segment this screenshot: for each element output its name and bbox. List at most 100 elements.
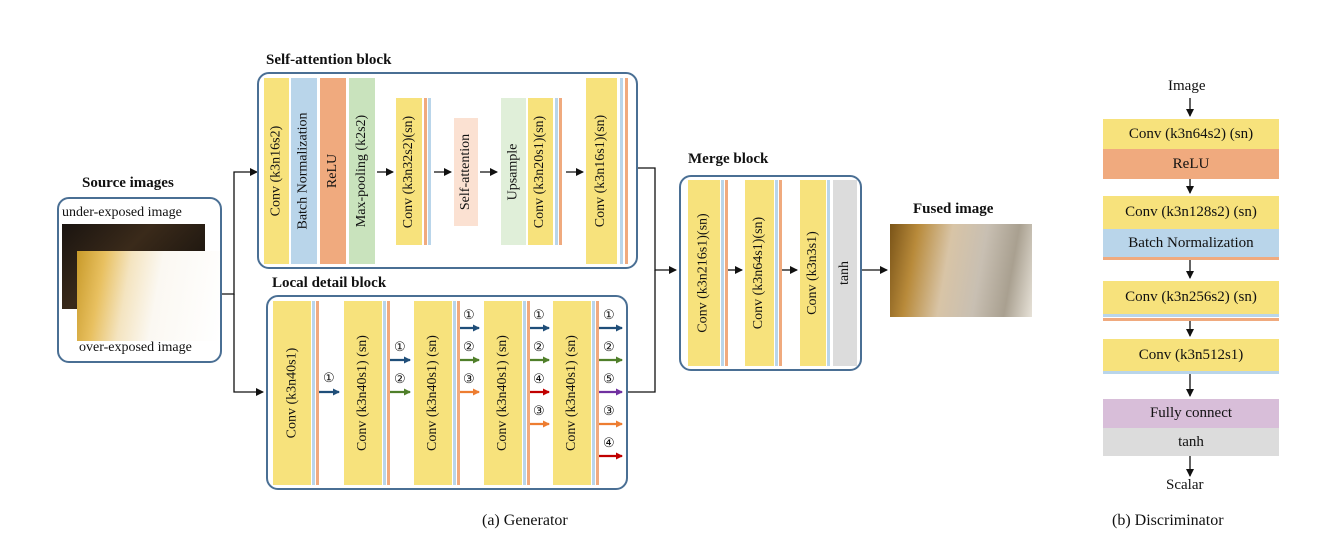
sa-conv-k3n16s2: Conv (k3n16s2) — [264, 78, 289, 264]
disc-input-label: Image — [1168, 78, 1206, 94]
connection-label: ① — [533, 307, 545, 322]
stripe-relu — [625, 78, 628, 264]
stripe-relu — [779, 180, 782, 366]
connection-label: ① — [394, 339, 406, 354]
merge-tanh: tanh — [833, 180, 857, 366]
sa-upsample-label: Upsample — [505, 143, 521, 200]
stripe-relu — [387, 301, 390, 485]
over-exposed-image — [77, 251, 220, 341]
fused-image — [890, 224, 1032, 317]
stripe-bn — [453, 301, 456, 485]
disc-batch-norm: Batch Normalization — [1103, 229, 1279, 257]
stripe-bn — [428, 98, 431, 245]
source-images-panel: under-exposed image over-exposed image — [57, 197, 222, 363]
sa-conv-k3n20s1: Conv (k3n20s1)(sn) — [528, 98, 553, 245]
stripe-relu — [1103, 257, 1279, 260]
disc-conv-k3n128s2: Conv (k3n128s2) (sn) — [1103, 196, 1279, 229]
ld-conv-5-label: Conv (k3n40s1) (sn) — [564, 335, 580, 451]
ld-conv-4-label: Conv (k3n40s1) (sn) — [495, 335, 511, 451]
merge-conv-k3n216s1-label: Conv (k3n216s1)(sn) — [696, 213, 712, 333]
connection-label: ② — [463, 339, 475, 354]
disc-conv-k3n64s2: Conv (k3n64s2) (sn) — [1103, 119, 1279, 149]
merge-conv-k3n64s1-label: Conv (k3n64s1)(sn) — [751, 216, 767, 330]
stripe-bn — [592, 301, 595, 485]
sa-conv-k3n16s1-label: Conv (k3n16s1)(sn) — [593, 114, 609, 228]
stripe-bn — [775, 180, 778, 366]
stripe-relu — [1103, 318, 1279, 321]
merge-title: Merge block — [688, 151, 769, 167]
sa-conv-k3n20s1-label: Conv (k3n20s1)(sn) — [532, 115, 548, 228]
merge-conv-k3n3s1: Conv (k3n3s1) — [800, 180, 826, 366]
connection-label: ② — [603, 339, 615, 354]
stripe-relu — [725, 180, 728, 366]
connection-label: ① — [323, 370, 335, 385]
sa-upsample: Upsample — [501, 98, 526, 245]
connection-label: ③ — [533, 403, 545, 418]
connection-label: ② — [394, 371, 406, 386]
sa-relu-label: ReLU — [325, 153, 340, 189]
connection-label: ③ — [603, 403, 615, 418]
sa-conv-k3n16s2-label: Conv (k3n16s2) — [268, 125, 284, 217]
stripe-relu — [316, 301, 319, 485]
stripe-bn — [312, 301, 315, 485]
connection-label: ④ — [533, 371, 545, 386]
ld-conv-3: Conv (k3n40s1) (sn) — [414, 301, 452, 485]
stripe-bn — [555, 98, 558, 245]
stripe-bn — [620, 78, 623, 264]
merge-tanh-label: tanh — [837, 260, 853, 286]
stripe-bn — [1103, 314, 1279, 317]
stripe-relu — [424, 98, 427, 245]
under-exposed-label: under-exposed image — [62, 205, 182, 220]
connection-label: ③ — [463, 371, 475, 386]
connection-label: ① — [463, 307, 475, 322]
connection-label: ① — [603, 307, 615, 322]
connection-label: ② — [533, 339, 545, 354]
stripe-relu — [457, 301, 460, 485]
sa-self-attention-label: Self-attention — [458, 133, 474, 211]
sa-relu: ReLU — [320, 78, 346, 264]
self-attention-panel — [257, 72, 638, 269]
connection-label: ④ — [603, 435, 615, 450]
self-attention-title: Self-attention block — [266, 52, 392, 68]
merge-conv-k3n216s1: Conv (k3n216s1)(sn) — [688, 180, 720, 366]
disc-output-label: Scalar — [1166, 477, 1204, 493]
generator-caption: (a) Generator — [482, 512, 568, 529]
ld-conv-2-label: Conv (k3n40s1) (sn) — [355, 335, 371, 451]
stripe-relu — [559, 98, 562, 245]
stripe-bn — [523, 301, 526, 485]
merge-panel — [679, 175, 862, 371]
sa-conv-k3n32s2: Conv (k3n32s2)(sn) — [396, 98, 422, 245]
stripe-bn — [827, 180, 830, 366]
discriminator-caption: (b) Discriminator — [1112, 512, 1224, 529]
disc-tanh: tanh — [1103, 428, 1279, 456]
sa-max-pooling-label: Max-pooling (k2s2) — [354, 114, 370, 228]
merge-conv-k3n3s1-label: Conv (k3n3s1) — [805, 231, 820, 315]
ld-conv-2: Conv (k3n40s1) (sn) — [344, 301, 382, 485]
ld-conv-4: Conv (k3n40s1) (sn) — [484, 301, 522, 485]
source-images-title: Source images — [82, 175, 174, 191]
local-detail-panel — [266, 295, 628, 490]
sa-self-attention: Self-attention — [454, 118, 478, 226]
merge-conv-k3n64s1: Conv (k3n64s1)(sn) — [745, 180, 774, 366]
fused-image-title: Fused image — [913, 201, 994, 217]
stripe-relu — [527, 301, 530, 485]
local-detail-title: Local detail block — [272, 275, 387, 291]
sa-conv-k3n16s1: Conv (k3n16s1)(sn) — [586, 78, 617, 264]
disc-fully-connect: Fully connect — [1103, 399, 1279, 428]
stripe-bn — [1103, 371, 1279, 374]
sa-max-pooling: Max-pooling (k2s2) — [349, 78, 375, 264]
stripe-bn — [721, 180, 724, 366]
disc-conv-k3n256s2: Conv (k3n256s2) (sn) — [1103, 281, 1279, 314]
ld-conv-5: Conv (k3n40s1) (sn) — [553, 301, 591, 485]
sa-batch-norm: Batch Normalization — [291, 78, 317, 264]
disc-relu: ReLU — [1103, 149, 1279, 179]
ld-conv-1-label: Conv (k3n40s1) — [284, 347, 299, 439]
stripe-bn — [383, 301, 386, 485]
disc-conv-k3n512s1: Conv (k3n512s1) — [1103, 339, 1279, 371]
stripe-relu — [596, 301, 599, 485]
ld-conv-3-label: Conv (k3n40s1) (sn) — [425, 335, 441, 451]
sa-conv-k3n32s2-label: Conv (k3n32s2)(sn) — [401, 115, 417, 228]
connection-label: ⑤ — [603, 371, 615, 386]
sa-batch-norm-label: Batch Normalization — [296, 112, 311, 230]
